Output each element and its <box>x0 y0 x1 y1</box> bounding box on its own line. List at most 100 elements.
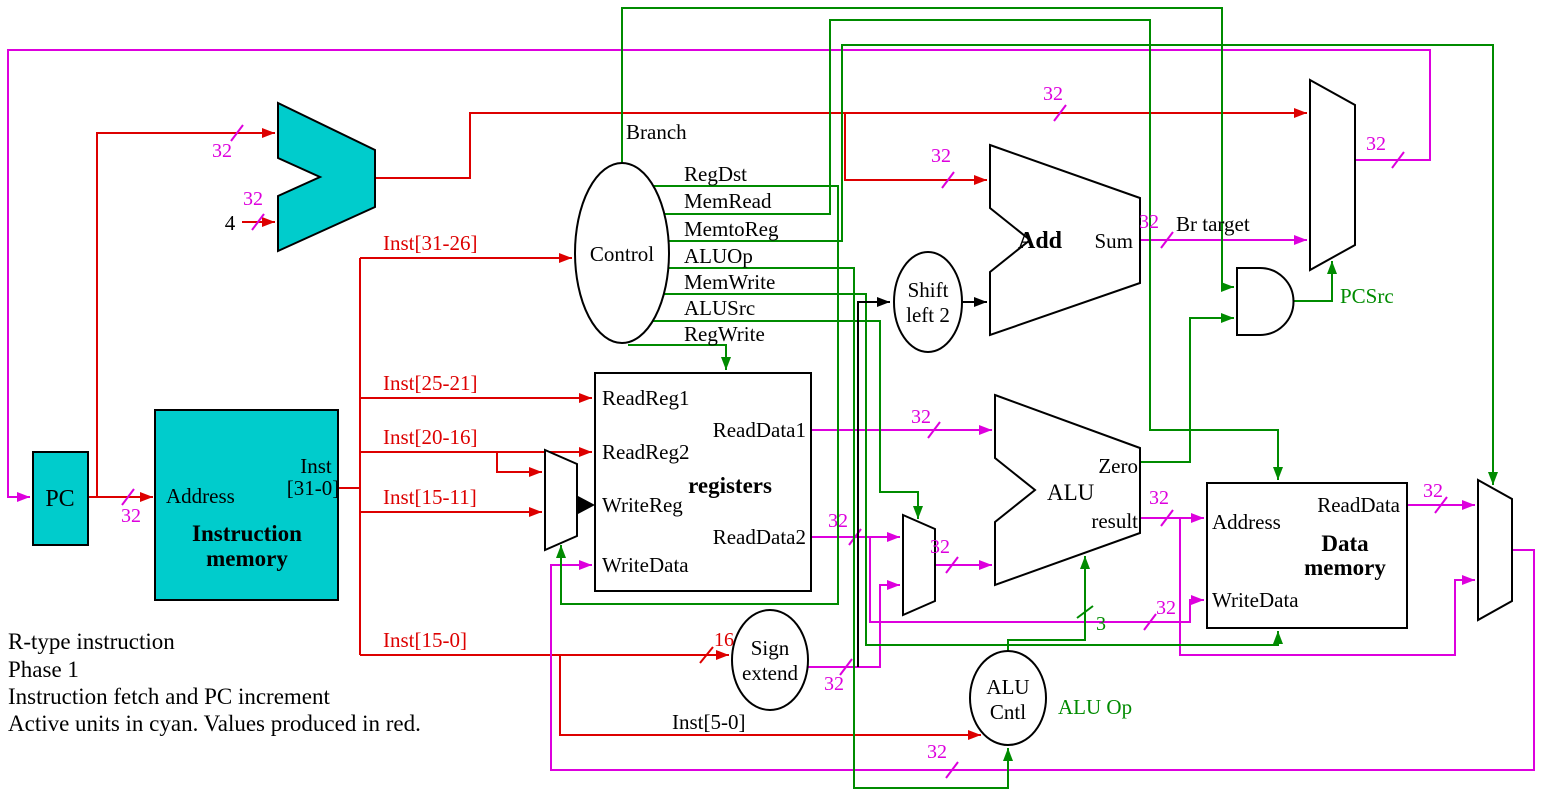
imem-inst-range-label: [31-0] <box>287 476 339 500</box>
dmem-name1: Data <box>1321 531 1369 556</box>
bus-slash-32 <box>230 124 244 142</box>
const4-label: 4 <box>225 211 236 235</box>
bus-slash-32 <box>1053 104 1067 122</box>
memtoreg-mux <box>1477 478 1513 622</box>
registers-readreg1: ReadReg1 <box>602 386 689 410</box>
branch-adder <box>989 143 1141 337</box>
signal-aluop: ALUOp <box>684 244 753 268</box>
black-wires <box>577 297 987 667</box>
imem-address-label: Address <box>166 484 235 508</box>
control-label: Control <box>590 242 654 266</box>
registers-writereg: WriteReg <box>602 493 683 517</box>
width-32-label: 32 <box>911 406 931 428</box>
inst31-26-label: Inst[31-26] <box>383 231 477 255</box>
note-line1: R-type instruction <box>8 629 175 654</box>
regdst-mux <box>544 448 578 552</box>
wire-signextend-to-shiftleft <box>857 297 890 667</box>
width-32-label: 32 <box>1043 83 1063 105</box>
wire-pc-to-adder <box>96 128 275 497</box>
control-unit <box>574 162 670 344</box>
pc-box <box>32 451 89 546</box>
wire-alucntl-to-alu <box>1007 556 1090 651</box>
wire-regwrite-to-registers <box>628 344 731 370</box>
wire-readdata2-to-dmem-writedata <box>869 537 1204 623</box>
bus-slash-32 <box>941 171 955 189</box>
green-wires <box>556 7 1498 789</box>
shift-left-2-unit <box>893 251 963 353</box>
signal-regdst: RegDst <box>684 162 747 186</box>
sign-extend-line2: extend <box>742 661 798 685</box>
signal-regwrite: RegWrite <box>684 322 765 346</box>
inst25-21-label: Inst[25-21] <box>383 371 477 395</box>
bus-slash-32 <box>945 761 959 779</box>
alu-label: ALU <box>1047 480 1095 505</box>
wire-aluresult-to-memtoreg-mux <box>1179 518 1475 656</box>
wire-pcplus4-to-mux <box>375 108 1307 179</box>
dmem-name2: memory <box>1304 555 1386 580</box>
alu-control-unit <box>969 650 1047 746</box>
sign-extend-unit <box>731 609 809 711</box>
red-wires <box>88 108 1307 740</box>
wire-memtoreg-to-mux <box>668 44 1498 485</box>
data-memory-box <box>1206 482 1408 629</box>
bus-slash-32 <box>1434 496 1448 514</box>
note-line4: Active units in cyan. Values produced in… <box>8 711 421 736</box>
width-32-label: 32 <box>1366 133 1386 155</box>
signal-memread: MemRead <box>684 189 772 213</box>
pcsrc-label: PCSrc <box>1340 284 1394 308</box>
wire-memtoreg-mux-to-writedata <box>550 549 1535 771</box>
registers-writedata: WriteData <box>602 553 689 577</box>
dmem-readdata-label: ReadData <box>1317 493 1400 517</box>
units <box>32 78 1513 746</box>
wire-inst20-16-to-regdst-mux <box>496 452 542 477</box>
writereg-arrowhead <box>578 496 595 514</box>
bus-slash-32 <box>1160 231 1174 249</box>
inst15-0-label: Inst[15-0] <box>383 628 467 652</box>
pc-adder <box>277 101 376 253</box>
wire-pcsrc-to-mux <box>1293 261 1337 302</box>
dmem-writedata-label: WriteData <box>1212 588 1299 612</box>
wire-memwrite-to-dmem <box>664 293 1283 646</box>
width-32-label: 32 <box>1139 211 1159 233</box>
width-32-label: 32 <box>931 145 951 167</box>
instruction-memory-box <box>154 409 339 601</box>
width-32-label: 32 <box>1156 597 1176 619</box>
imem-name1: Instruction <box>192 521 302 546</box>
width-3-label: 3 <box>1096 613 1106 635</box>
alu-zero-label: Zero <box>1098 454 1138 478</box>
dmem-address-label: Address <box>1212 510 1281 534</box>
inst20-16-label: Inst[20-16] <box>383 425 477 449</box>
add-label: Add <box>1018 228 1063 254</box>
signal-alusrc: ALUSrc <box>684 296 755 320</box>
wire-pcsrc-mux-to-pc <box>7 49 1431 502</box>
registers-readdata2: ReadData2 <box>713 525 806 549</box>
inst15-11-label: Inst[15-11] <box>383 485 477 509</box>
signal-memtoreg: MemtoReg <box>684 217 779 241</box>
bus-slash-32 <box>839 658 853 676</box>
alu-op-label: ALU Op <box>1058 695 1132 719</box>
width-32-label: 32 <box>1149 487 1169 509</box>
alu-unit <box>994 393 1141 587</box>
width-32-label: 32 <box>930 536 950 558</box>
width-32-label: 32 <box>927 741 947 763</box>
magenta-wires <box>7 49 1535 779</box>
bus-slash-32 <box>251 213 265 231</box>
br-target-label: Br target <box>1176 212 1250 236</box>
bus-slash-32 <box>945 556 959 574</box>
alucntl-line2: Cntl <box>990 700 1026 724</box>
wire-regdst-to-mux <box>556 185 839 605</box>
wire-aluop-to-alucntl <box>668 267 1013 789</box>
bus-slash-32 <box>1391 151 1405 169</box>
labels: PC Address Inst [31-0] Instruction memor… <box>8 83 1443 763</box>
bus-slash-32 <box>121 488 135 506</box>
width-32-label: 32 <box>121 505 141 527</box>
note-line2: Phase 1 <box>8 657 79 682</box>
wire-zero-to-and <box>1140 313 1234 463</box>
pc-label: PC <box>45 486 74 512</box>
bus-slash-3 <box>1076 605 1094 619</box>
bus-slash-16 <box>699 646 714 664</box>
imem-name2: memory <box>206 546 288 571</box>
signal-branch: Branch <box>626 120 687 144</box>
alusrc-mux <box>902 513 936 617</box>
